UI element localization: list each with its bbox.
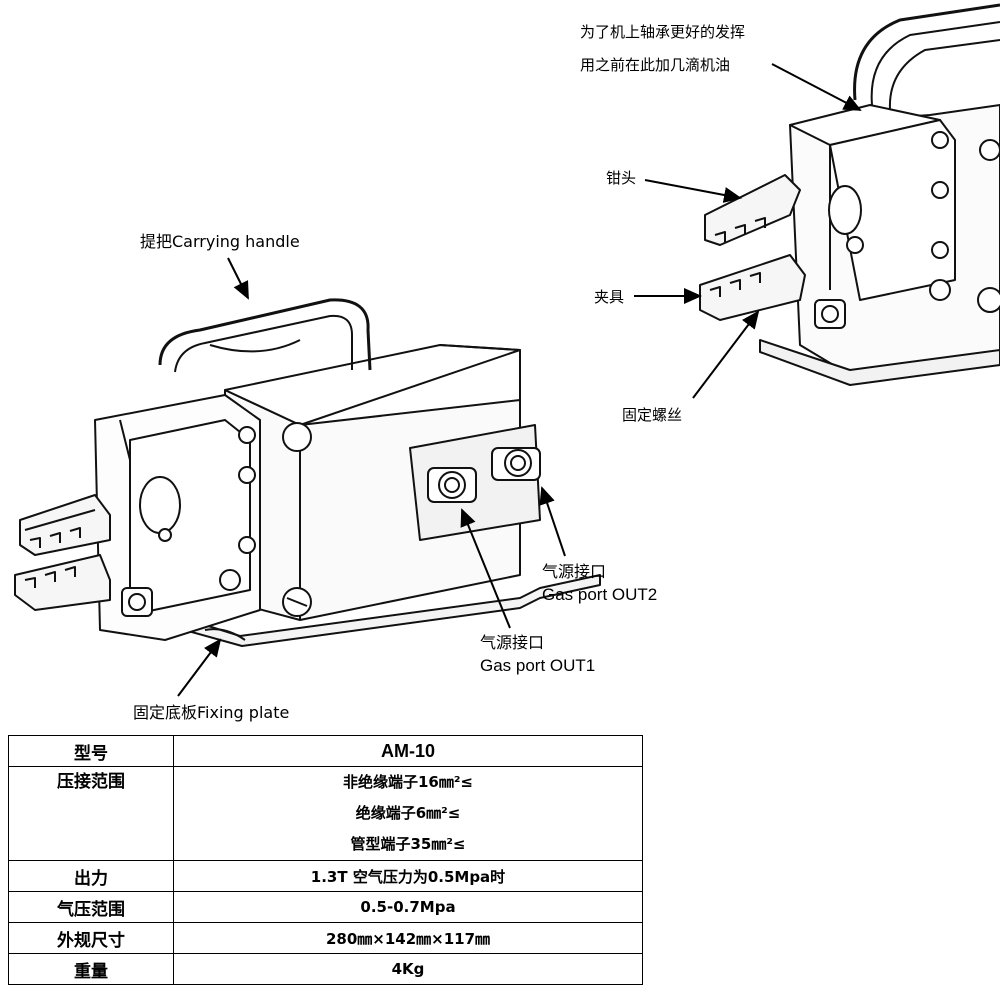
arrow-fixing-screw: [692, 310, 760, 399]
label-crimp-head: 钳头: [606, 169, 637, 187]
spec-table: 型号 AM-10 压接范围 非绝缘端子16㎜²≤ 绝缘端子6㎜²≤ 管型端子35…: [8, 735, 643, 985]
label-gas-port-out1-en: Gas port OUT1: [480, 656, 596, 675]
table-row: 气压范围 0.5-0.7Mpa: [8, 891, 643, 923]
table-row: 压接范围 非绝缘端子16㎜²≤ 绝缘端子6㎜²≤ 管型端子35㎜²≤: [8, 766, 643, 861]
arrow-carrying-handle: [227, 257, 249, 300]
table-row: 重量 4Kg: [8, 953, 643, 985]
force-value: 1.3T 空气压力为0.5Mpa时: [173, 860, 643, 892]
range-value-3: 管型端子35㎜²≤: [350, 835, 466, 853]
label-fixing-plate: 固定底板Fixing plate: [133, 703, 290, 722]
arrow-fixing-plate: [177, 638, 222, 697]
label-gas-port-out1-cn: 气源接口: [480, 633, 545, 652]
product-illustration: [14, 3, 1000, 697]
crimping-machine-drawing: [14, 298, 601, 647]
label-gas-port-out2-cn: 气源接口: [542, 562, 607, 581]
model-label: 型号: [8, 735, 174, 767]
pressure-label: 气压范围: [8, 891, 174, 923]
arrow-gas-port-out1: [460, 508, 511, 629]
leader-arrows: [177, 63, 862, 697]
detail-view-drawing: [699, 3, 1000, 386]
model-value: AM-10: [173, 735, 643, 767]
size-label: 外规尺寸: [8, 922, 174, 954]
weight-value: 4Kg: [173, 953, 643, 985]
table-row: 出力 1.3T 空气压力为0.5Mpa时: [8, 860, 643, 892]
range-value-1: 非绝缘端子16㎜²≤: [342, 773, 473, 791]
table-row: 外规尺寸 280㎜×142㎜×117㎜: [8, 922, 643, 954]
arrow-crimp-head: [644, 179, 742, 203]
label-clamp: 夹具: [594, 288, 625, 306]
label-fixing-screw: 固定螺丝: [622, 406, 683, 424]
force-label: 出力: [8, 860, 174, 892]
table-row: 型号 AM-10: [8, 735, 643, 767]
range-label: 压接范围: [8, 766, 174, 861]
arrow-oil-note: [771, 63, 862, 111]
range-values: 非绝缘端子16㎜²≤ 绝缘端子6㎜²≤ 管型端子35㎜²≤: [173, 766, 643, 861]
label-gas-port-out2-en: Gas port OUT2: [542, 585, 658, 604]
weight-label: 重量: [8, 953, 174, 985]
range-label-text: 压接范围: [57, 772, 125, 792]
arrow-gas-port-out2: [539, 486, 566, 557]
range-value-2: 绝缘端子6㎜²≤: [355, 804, 461, 822]
pressure-value: 0.5-0.7Mpa: [173, 891, 643, 923]
size-value: 280㎜×142㎜×117㎜: [173, 922, 643, 954]
label-oil-note-line1: 为了机上轴承更好的发挥: [580, 23, 746, 41]
label-oil-note-line2: 用之前在此加几滴机油: [580, 56, 731, 74]
label-carrying-handle: 提把Carrying handle: [140, 232, 300, 251]
